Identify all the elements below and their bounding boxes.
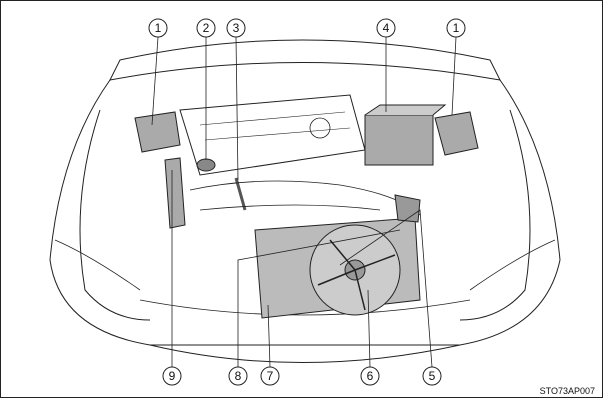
callout-label: 1 [453,21,460,35]
callout-bottom-4 [360,366,380,386]
callout-label: 7 [267,369,274,383]
callout-top-5 [446,18,466,38]
callout-label: 9 [169,369,176,383]
callout-label: 8 [235,369,242,383]
callout-label: 3 [233,21,240,35]
callout-label: 2 [203,21,210,35]
engine-bay-illustration: 1 2 3 4 1 9 8 7 6 5 [49,18,561,386]
fender-right [459,109,531,321]
callout-label: 5 [429,369,436,383]
callout-label: 6 [367,369,374,383]
body-outline [49,79,561,346]
fuse-box-right [434,111,479,156]
washer-fluid-tank [164,157,186,229]
callout-top-4 [376,18,396,38]
headlight-right [469,239,556,291]
callout-label: 1 [155,21,162,35]
grille-line [139,299,471,316]
bumper [149,344,461,363]
callout-top-3 [226,18,246,38]
callout-top-1 [148,18,168,38]
callout-bottom-2 [228,366,248,386]
callout-bottom-5 [422,366,442,386]
callout-bottom-1 [162,366,182,386]
callout-bottom-3 [260,366,280,386]
hood-outline [109,39,501,81]
leader-lines [151,36,457,368]
coolant-reservoir [394,194,421,223]
headlight-left [54,239,141,291]
fender-left [79,109,151,321]
battery [364,114,434,166]
figure-border [0,0,603,398]
callout-top-2 [196,18,216,38]
callout-label: 4 [383,21,390,35]
dipstick [234,177,247,211]
oil-filler-cap [196,158,216,172]
figure-code: STO73AP007 [539,386,595,396]
fuse-box-left [134,111,181,153]
